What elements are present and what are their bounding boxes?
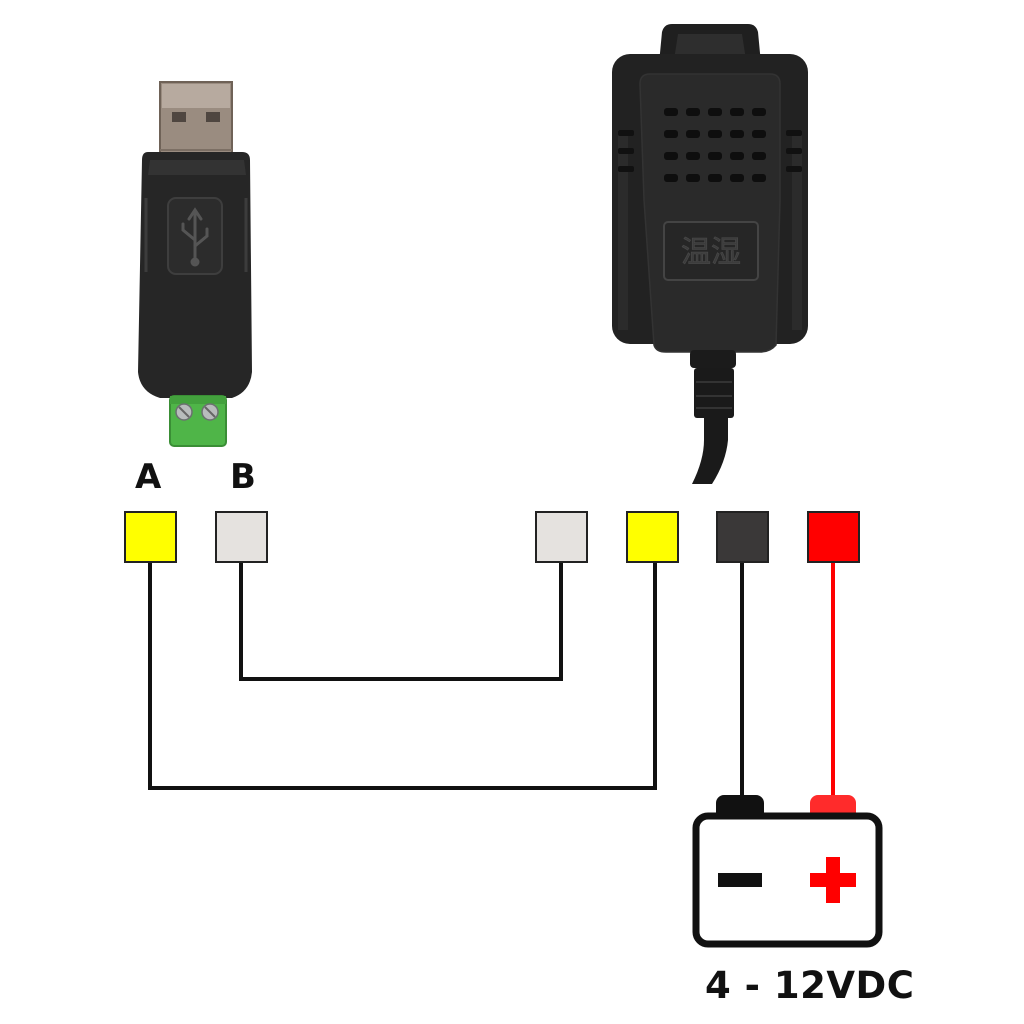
usb-rs485-adapter xyxy=(138,81,252,447)
screw-terminal-block xyxy=(169,395,227,447)
battery xyxy=(692,795,883,948)
voltage-label: 4 - 12VDC xyxy=(705,964,915,1007)
sensor-vents xyxy=(664,108,766,182)
wire-a xyxy=(148,560,657,790)
negative-symbol-icon xyxy=(718,873,762,887)
adapter-terminal-a xyxy=(124,511,177,563)
sensor-cable xyxy=(690,350,736,484)
positive-symbol-icon xyxy=(810,857,856,903)
sensor-front-panel xyxy=(639,73,781,353)
adapter-grip xyxy=(144,198,248,272)
usb-icon xyxy=(181,207,209,267)
terminal-a-label: A xyxy=(135,457,162,497)
wire-b xyxy=(239,560,563,681)
temperature-humidity-sensor: 温湿 xyxy=(612,24,808,484)
sensor-terminal-ground xyxy=(716,511,769,563)
adapter-terminal-b xyxy=(215,511,268,563)
terminals xyxy=(124,511,860,563)
battery-body xyxy=(692,812,883,948)
sensor-terminal-power xyxy=(807,511,860,563)
sensor-badge xyxy=(663,221,759,281)
wires xyxy=(148,560,835,800)
terminal-b-label: B xyxy=(230,457,256,497)
sensor-terminal-b xyxy=(535,511,588,563)
sensor-badge-text: 温湿 xyxy=(681,235,741,270)
usb-plug xyxy=(159,81,233,161)
sensor-side-ribs xyxy=(618,130,802,172)
sensor-terminal-a xyxy=(626,511,679,563)
